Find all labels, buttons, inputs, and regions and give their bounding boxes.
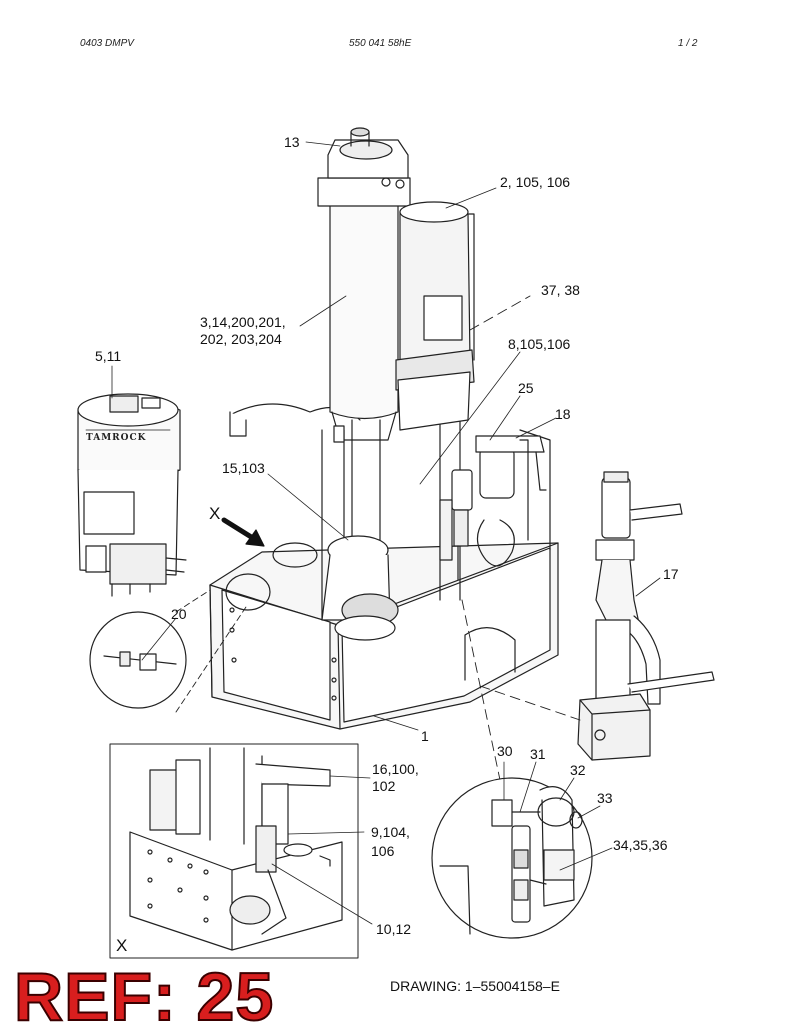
callout-25: 25 xyxy=(518,380,534,396)
callout-15-103: 15,103 xyxy=(222,460,265,476)
callout-32: 32 xyxy=(570,762,586,778)
inner-pump xyxy=(272,535,399,641)
left-pump-unit xyxy=(77,393,187,597)
brand-lettering: TAMROCK xyxy=(86,433,147,443)
filter-canister xyxy=(317,127,411,443)
view-x-label: X xyxy=(209,504,221,523)
callout-1: 1 xyxy=(421,728,429,744)
callout-17: 17 xyxy=(663,566,679,582)
dashed-leaders xyxy=(461,295,581,781)
callout-33: 33 xyxy=(597,790,613,806)
callout-31: 31 xyxy=(530,746,546,762)
header-doc-code: 0403 DMPV xyxy=(80,38,134,49)
callout-3-line2: 202, 203,204 xyxy=(200,331,282,347)
callout-18: 18 xyxy=(555,406,571,422)
view-arrow xyxy=(221,517,265,547)
strainer-assembly xyxy=(577,471,715,761)
callout-leaders xyxy=(111,141,661,925)
callout-30: 30 xyxy=(497,743,513,759)
callout-37-38: 37, 38 xyxy=(541,282,580,298)
callout-3-line1: 3,14,200,201, xyxy=(200,314,286,330)
valve-cluster xyxy=(439,435,547,581)
detail-circle-valves xyxy=(431,777,593,939)
callout-13: 13 xyxy=(284,134,300,150)
callout-20: 20 xyxy=(171,606,187,622)
callout-2-105-106: 2, 105, 106 xyxy=(500,174,571,190)
header-part-number: 550 041 58hE xyxy=(349,38,412,49)
inset-x-label: X xyxy=(116,936,128,955)
drawing-number: DRAWING: 1–55004158–E xyxy=(390,978,560,994)
callout-5-11: 5,11 xyxy=(95,348,122,364)
inset-view-x xyxy=(109,743,359,959)
callout-34-35-36: 34,35,36 xyxy=(613,837,668,853)
electric-motor xyxy=(395,201,475,431)
callout-16-line1: 16,100, xyxy=(372,761,419,777)
callout-9-line1: 9,104, xyxy=(371,824,410,840)
detail-circle-20 xyxy=(89,589,249,713)
ref-stamp: REF: 25 xyxy=(13,959,275,1035)
header-page-number: 1 / 2 xyxy=(678,38,698,49)
callout-16-line2: 102 xyxy=(372,778,396,794)
callout-9-line2: 106 xyxy=(371,843,395,859)
callout-10-12: 10,12 xyxy=(376,921,412,937)
callout-8-105-106: 8,105,106 xyxy=(508,336,571,352)
